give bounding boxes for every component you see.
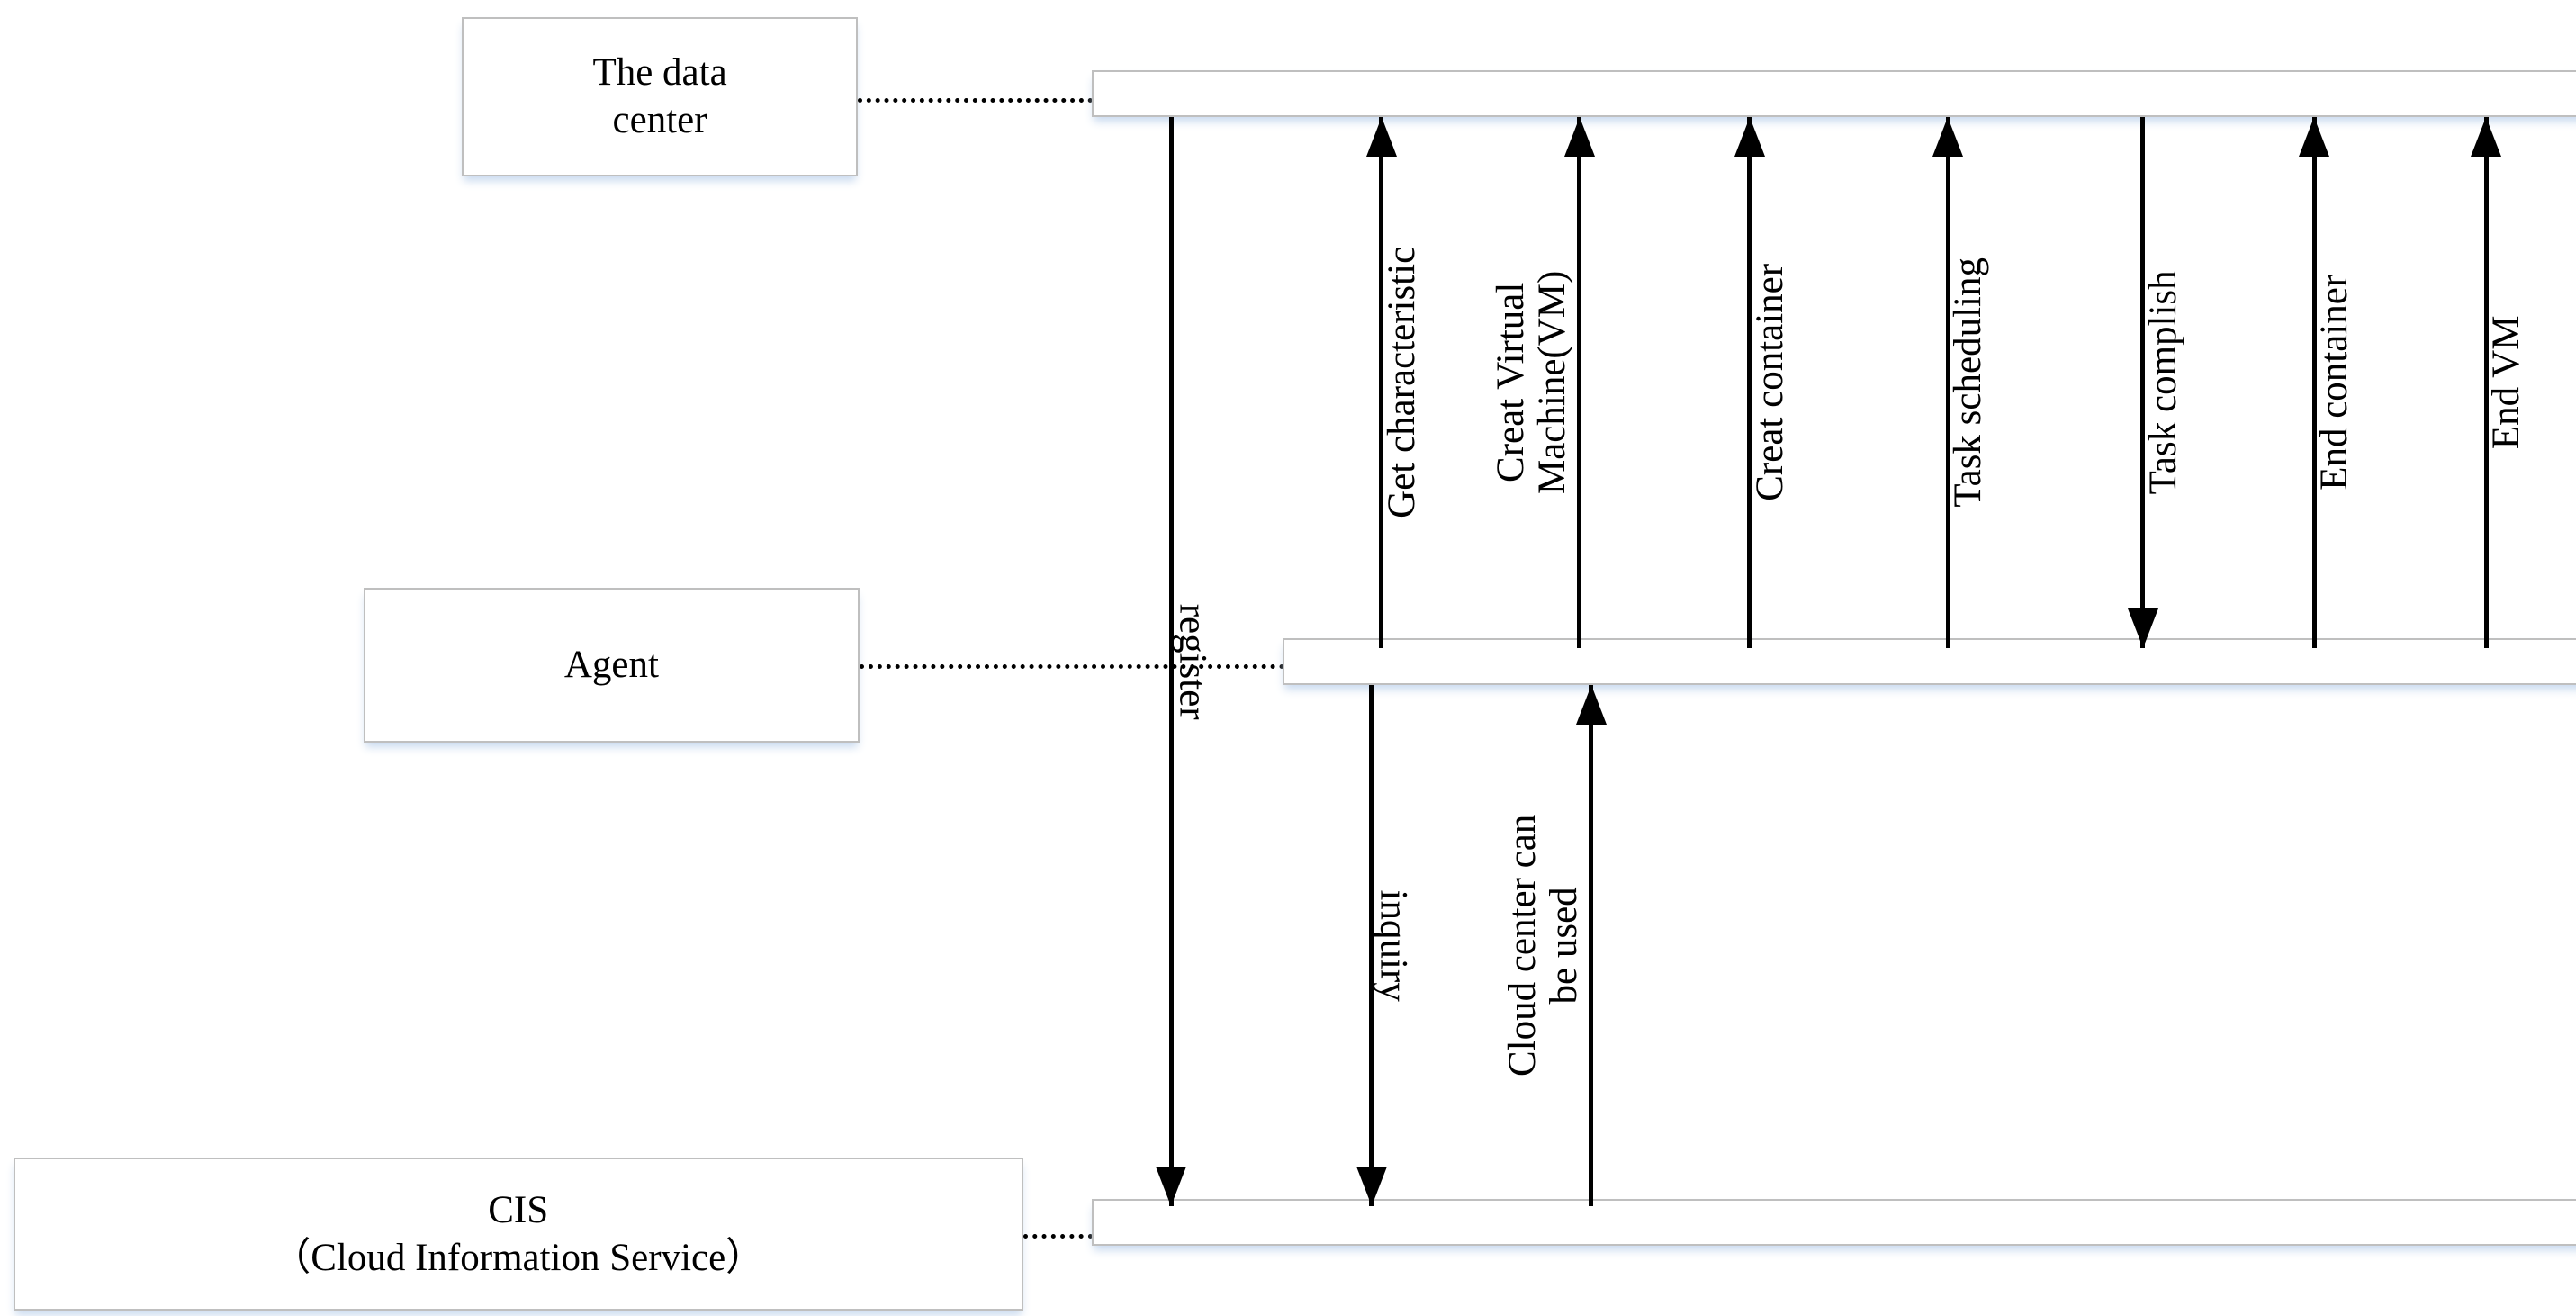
message-cloud-center-can-be-used[interactable]: Cloud center can be used	[1501, 684, 1645, 1206]
message-label-creat-container: Creat container	[1748, 263, 1791, 501]
message-task-scheduling[interactable]: Task scheduling	[1894, 116, 2002, 648]
message-shaft	[1589, 684, 1594, 1206]
message-shaft	[2311, 116, 2317, 648]
message-label-task-scheduling: Task scheduling	[1947, 257, 1990, 508]
message-label-inquiry: inquiry	[1371, 889, 1414, 1002]
arrowhead-up-icon	[1734, 116, 1765, 157]
arrowhead-down-icon	[1356, 1166, 1387, 1206]
message-shaft	[1945, 116, 1950, 648]
arrowhead-up-icon	[1563, 116, 1595, 157]
message-shaft	[1369, 684, 1374, 1206]
arrowhead-up-icon	[2299, 116, 2330, 157]
arrowhead-up-icon	[1575, 684, 1607, 725]
arrowhead-up-icon	[1365, 116, 1397, 157]
message-label-register: register	[1171, 603, 1214, 720]
actor-box-cis[interactable]: CIS （Cloud Information Service）	[13, 1158, 1023, 1311]
arrowhead-down-icon	[1156, 1166, 1187, 1206]
message-inquiry[interactable]: inquiry	[1318, 684, 1426, 1206]
message-label-cloud-center-can-be-used: Cloud center can be used	[1501, 814, 1586, 1077]
message-label-end-container: End container	[2313, 274, 2356, 491]
arrowhead-up-icon	[2471, 116, 2502, 157]
actor-label-data-center: The data center	[592, 50, 727, 142]
message-shaft	[1168, 116, 1174, 1206]
message-label-creat-virtual-machine: Creat Virtual Machine(VM)	[1490, 270, 1574, 494]
actor-box-data-center[interactable]: The data center	[461, 16, 859, 177]
arrowhead-up-icon	[1932, 116, 1964, 157]
actor-label-cis: CIS （Cloud Information Service）	[272, 1188, 765, 1280]
message-shaft	[2140, 116, 2146, 648]
message-shaft	[1747, 116, 1752, 648]
message-shaft	[1379, 116, 1384, 648]
message-shaft	[1577, 116, 1582, 648]
message-creat-virtual-machine[interactable]: Creat Virtual Machine(VM)	[1490, 116, 1634, 648]
message-shaft	[2483, 116, 2489, 648]
message-end-vm[interactable]: End VM	[2432, 116, 2540, 648]
message-get-characteristic[interactable]: Get characteristic	[1328, 116, 1436, 648]
message-end-container[interactable]: End container	[2260, 116, 2368, 648]
lifeline-bar-agent[interactable]	[1283, 637, 2576, 685]
connector-cis	[1022, 1234, 1094, 1239]
lifeline-bar-data-center[interactable]	[1091, 69, 2576, 117]
connector-data-center	[858, 98, 1094, 104]
message-label-task-complish: Task complish	[2141, 270, 2184, 495]
message-creat-container[interactable]: Creat container	[1696, 116, 1804, 648]
message-register[interactable]: register	[1117, 116, 1225, 1206]
arrowhead-down-icon	[2127, 608, 2158, 648]
message-label-end-vm: End VM	[2485, 315, 2528, 449]
connector-agent	[860, 664, 1285, 670]
actor-box-agent[interactable]: Agent	[363, 588, 860, 744]
message-task-complish[interactable]: Task complish	[2089, 116, 2197, 648]
lifeline-bar-cis[interactable]	[1091, 1199, 2576, 1247]
message-label-get-characteristic: Get characteristic	[1380, 246, 1423, 518]
actor-label-agent: Agent	[563, 644, 659, 687]
